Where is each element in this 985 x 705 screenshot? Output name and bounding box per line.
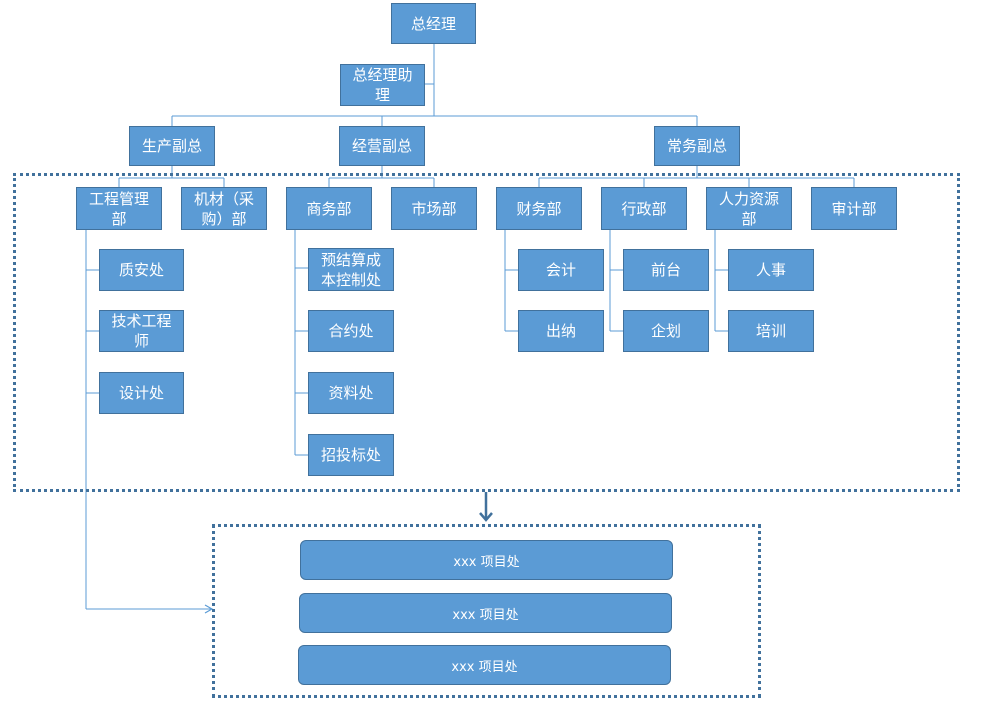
node-bidding: 招投标处 [308, 434, 394, 476]
node-tech-engineer: 技术工程师 [99, 310, 184, 352]
node-cashier: 出纳 [518, 310, 604, 352]
node-design: 设计处 [99, 372, 184, 414]
node-dept-audit: 审计部 [811, 187, 897, 230]
node-documents: 资料处 [308, 372, 394, 414]
node-quality-safety: 质安处 [99, 249, 184, 291]
node-vp-executive: 常务副总 [654, 126, 740, 166]
node-personnel: 人事 [728, 249, 814, 291]
node-project-office: xxx 项目处 [300, 540, 673, 580]
node-planning: 企划 [623, 310, 709, 352]
node-dept-admin: 行政部 [601, 187, 687, 230]
node-dept-materials: 机材（采购）部 [181, 187, 267, 230]
node-dept-market: 市场部 [391, 187, 477, 230]
node-budget-cost-control: 预结算成本控制处 [308, 248, 394, 291]
node-reception: 前台 [623, 249, 709, 291]
down-arrow-icon [479, 492, 493, 522]
departments-frame [13, 173, 960, 492]
node-project-office: xxx 项目处 [299, 593, 672, 633]
node-dept-hr: 人力资源部 [706, 187, 792, 230]
node-vp-operations: 经营副总 [339, 126, 425, 166]
node-project-office: xxx 项目处 [298, 645, 671, 685]
node-training: 培训 [728, 310, 814, 352]
projects-frame [212, 524, 761, 698]
node-contract: 合约处 [308, 310, 394, 352]
node-gm-assistant: 总经理助理 [340, 64, 425, 106]
node-dept-business: 商务部 [286, 187, 372, 230]
node-accounting: 会计 [518, 249, 604, 291]
node-dept-finance: 财务部 [496, 187, 582, 230]
node-vp-production: 生产副总 [129, 126, 215, 166]
node-dept-engineering: 工程管理部 [76, 187, 162, 230]
node-general-manager: 总经理 [391, 3, 476, 44]
